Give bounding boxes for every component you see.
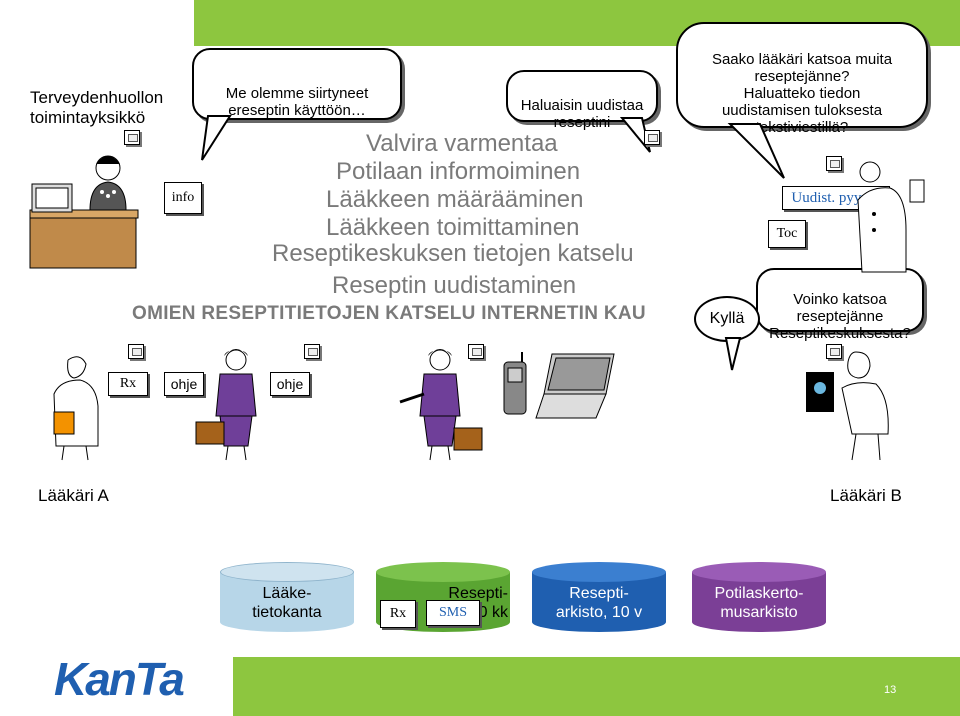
- document-icon: [644, 130, 660, 145]
- doctor-b-illustration: [806, 351, 889, 461]
- kanta-logo: KanTa: [54, 652, 185, 706]
- database-label: Potilaskerto- musarkisto: [714, 585, 804, 621]
- note-ohje-1: ohje: [164, 372, 204, 396]
- step-maaraaminen: Lääkkeen määrääminen: [326, 186, 584, 213]
- org-label: Terveydenhuollon toimintayksikkö: [30, 88, 164, 127]
- note-info-text: info: [171, 190, 195, 205]
- bubble-tail-saako: [727, 123, 785, 179]
- speech-bubble-ereseptin: Me olemme siirtyneet ereseptin käyttöön…: [192, 48, 402, 120]
- mobile-phone-icon: [503, 352, 527, 415]
- speech-bubble-saako: Saako lääkäri katsoa muita reseptejänne?…: [676, 22, 928, 136]
- document-icon: [304, 344, 320, 359]
- note-ohje-2: ohje: [270, 372, 310, 396]
- receptionist-illustration: [29, 155, 139, 269]
- note-ohje-1-text: ohje: [170, 376, 198, 392]
- speech-bubble-voinko: Voinko katsoa reseptejänne Reseptikeskuk…: [756, 268, 924, 342]
- note-info: info: [164, 182, 202, 214]
- document-icon: [128, 344, 144, 359]
- step-katselu: Reseptikeskuksen tietojen katselu: [272, 240, 634, 267]
- answer-bubble-tail: [724, 337, 742, 371]
- bubble-text-ereseptin: Me olemme siirtyneet ereseptin käyttöön…: [225, 85, 369, 119]
- step-uudistaminen: Reseptin uudistaminen: [332, 272, 577, 299]
- speech-bubble-uudistaa: Haluaisin uudistaa reseptini: [506, 70, 658, 131]
- step-valvira: Valvira varmentaa: [366, 130, 558, 157]
- note-toc: Toc: [768, 220, 806, 248]
- note-toc-text: Toc: [776, 226, 798, 241]
- database-laaketietokanta: Lääke- tietokanta: [220, 562, 354, 640]
- document-icon: [124, 130, 140, 145]
- internet-line: OMIEN RESEPTITIETOJEN KATSELU INTERNETIN…: [132, 303, 646, 324]
- note-ohje-2-text: ohje: [276, 376, 304, 392]
- bubble-text-saako: Saako lääkäri katsoa muita reseptejänne?…: [711, 51, 893, 136]
- database-potilaskertomusarkisto: Potilaskerto- musarkisto: [692, 562, 826, 640]
- bottom-green-bar: [233, 657, 960, 716]
- doctor-a-label: Lääkäri A: [38, 486, 109, 505]
- answer-bubble-kyllä: Kyllä: [694, 296, 760, 342]
- bubble-text-uudistaa: Haluaisin uudistaa reseptini: [520, 97, 644, 131]
- database-label: Resepti- arkisto, 10 v: [555, 585, 643, 621]
- woman-illustration: [195, 349, 257, 461]
- document-icon: [826, 344, 842, 359]
- step-toimittaminen: Lääkkeen toimittaminen: [326, 214, 580, 241]
- note-rx-database: Rx: [380, 600, 416, 628]
- page-number: 13: [884, 684, 897, 696]
- note-sms: SMS: [426, 600, 480, 626]
- note-rx: Rx: [108, 372, 148, 396]
- patient-illustration: [53, 356, 99, 461]
- step-informoiminen: Potilaan informoiminen: [336, 158, 581, 185]
- laptop-icon: [535, 353, 615, 419]
- document-icon: [826, 156, 842, 171]
- bubble-text-voinko: Voinko katsoa reseptejänne Reseptikeskuk…: [769, 291, 911, 342]
- note-rx-text: Rx: [119, 376, 137, 391]
- pharmacist-illustration: [857, 161, 925, 273]
- doctor-b-label: Lääkäri B: [830, 486, 902, 505]
- note-sms-text: SMS: [438, 605, 468, 620]
- answer-text: Kyllä: [709, 310, 745, 327]
- kanta-logo-text: KanTa: [54, 653, 185, 705]
- note-rx2-text: Rx: [389, 606, 407, 621]
- document-icon: [468, 344, 484, 359]
- database-label: Lääke- tietokanta: [252, 585, 322, 621]
- bubble-tail-ereseptin: [201, 115, 232, 161]
- database-reseptiarkisto: Resepti- arkisto, 10 v: [532, 562, 666, 640]
- woman-illustration: [399, 349, 483, 461]
